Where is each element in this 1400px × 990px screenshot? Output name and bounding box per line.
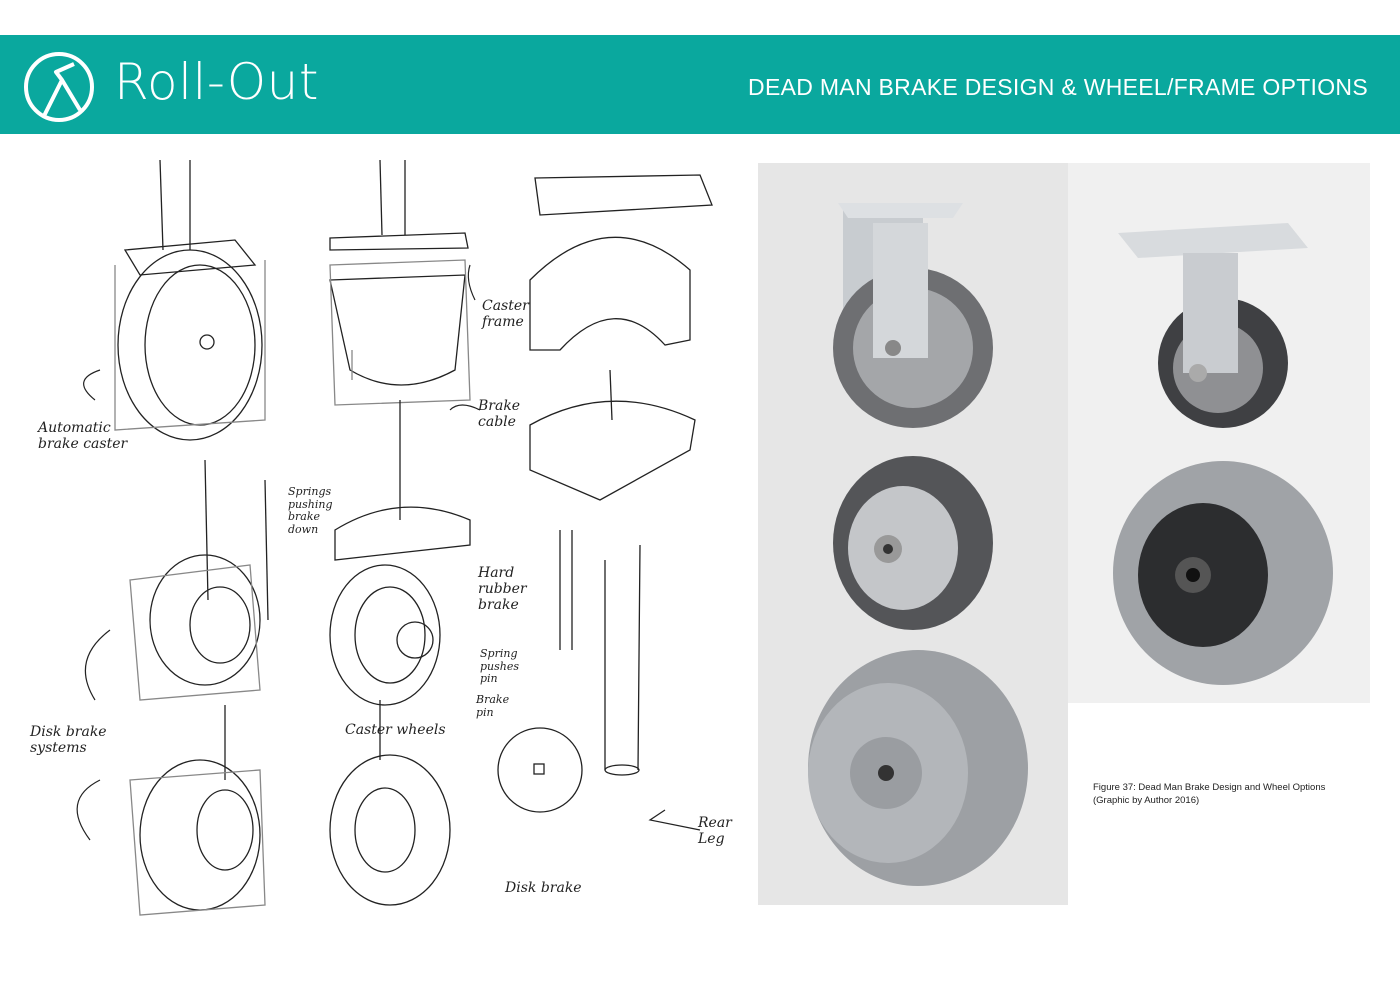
label-hard-rubber-brake: Hard rubber brake [478,565,527,614]
figure-caption: Figure 37: Dead Man Brake Design and Whe… [1093,782,1325,808]
brand-name: Roll-Out [114,53,319,111]
label-brake-pin: Brake pin [476,693,510,719]
photo-grey-wheel-black-hub [1068,453,1370,703]
caption-line-2: (Graphic by Author 2016) [1093,794,1200,806]
photo-grey-wheel-small [758,453,1068,643]
photo-rigid-caster-1 [758,163,1068,453]
disk-brake-sketches [129,459,641,916]
header-banner: Roll-Out DEAD MAN BRAKE DESIGN & WHEEL/F… [0,35,1400,134]
automatic-caster-sketch [114,159,266,441]
caption-line-1: Figure 37: Dead Man Brake Design and Whe… [1093,782,1326,793]
label-disk-brake-systems: Disk brake systems [30,724,107,757]
label-rear-leg: Rear Leg [698,815,732,848]
label-disk-brake: Disk brake [505,880,582,896]
label-springs: Springs pushing brake down [288,485,333,536]
label-caster-frame: Caster frame [482,298,529,331]
label-spring-pushes-pin: Spring pushes pin [480,647,520,686]
label-automatic-brake-caster: Automatic brake caster [38,420,128,453]
page-title: DEAD MAN BRAKE DESIGN & WHEEL/FRAME OPTI… [748,74,1368,100]
photo-grey-wheel-large [758,643,1068,905]
sketch-drawings [76,159,713,916]
roll-out-logo-icon [24,52,94,122]
label-brake-cable: Brake cable [478,398,521,431]
exploded-caster-sketch [329,159,471,706]
label-caster-wheels: Caster wheels [345,722,446,738]
arrow-marks [76,264,701,841]
frame-parts-sketch [529,174,713,501]
photo-rigid-caster-2 [1068,163,1370,453]
